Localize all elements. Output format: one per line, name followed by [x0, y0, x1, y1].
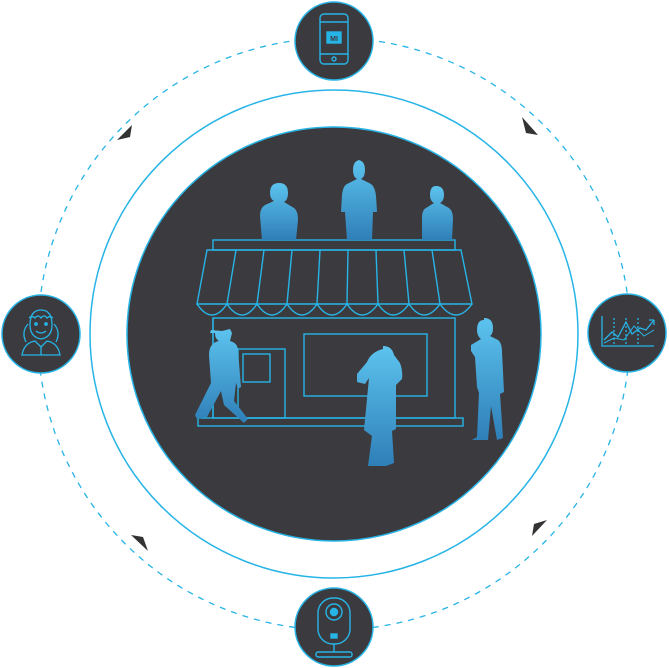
- node-left-badge: [1, 294, 81, 374]
- node-left: [1, 294, 81, 374]
- person-figure: [260, 183, 298, 240]
- security-camera-icon: [315, 597, 353, 658]
- flow-arrow-bottom-left: [131, 535, 148, 551]
- smartphone-app-icon: [319, 13, 349, 65]
- people-figures: [195, 160, 504, 466]
- storefront-illustration: [196, 239, 473, 427]
- node-bottom-badge: [294, 587, 374, 667]
- node-right-badge: [587, 293, 667, 373]
- analytics-chart-icon: [601, 316, 655, 347]
- customer-face-icon: [21, 309, 61, 356]
- solid-ring: [89, 89, 579, 579]
- person-figure: [357, 346, 403, 466]
- flow-arrow-top-left: [117, 125, 132, 140]
- person-figure: [341, 160, 377, 240]
- flow-arrow-top-right: [522, 117, 538, 135]
- phone-app-label: MI: [330, 36, 338, 43]
- door-window: [242, 353, 271, 383]
- node-right: [587, 293, 667, 373]
- awning-scallops: [196, 302, 473, 316]
- person-figure: [471, 318, 504, 440]
- node-bottom: [294, 587, 374, 667]
- person-figure: [422, 186, 453, 240]
- awning-stripes: [226, 249, 441, 305]
- person-figure: [195, 329, 248, 423]
- node-top: MI: [294, 1, 374, 81]
- flow-arrow-bottom-right: [532, 520, 547, 536]
- shop-base: [197, 417, 464, 427]
- shop-window: [303, 333, 428, 397]
